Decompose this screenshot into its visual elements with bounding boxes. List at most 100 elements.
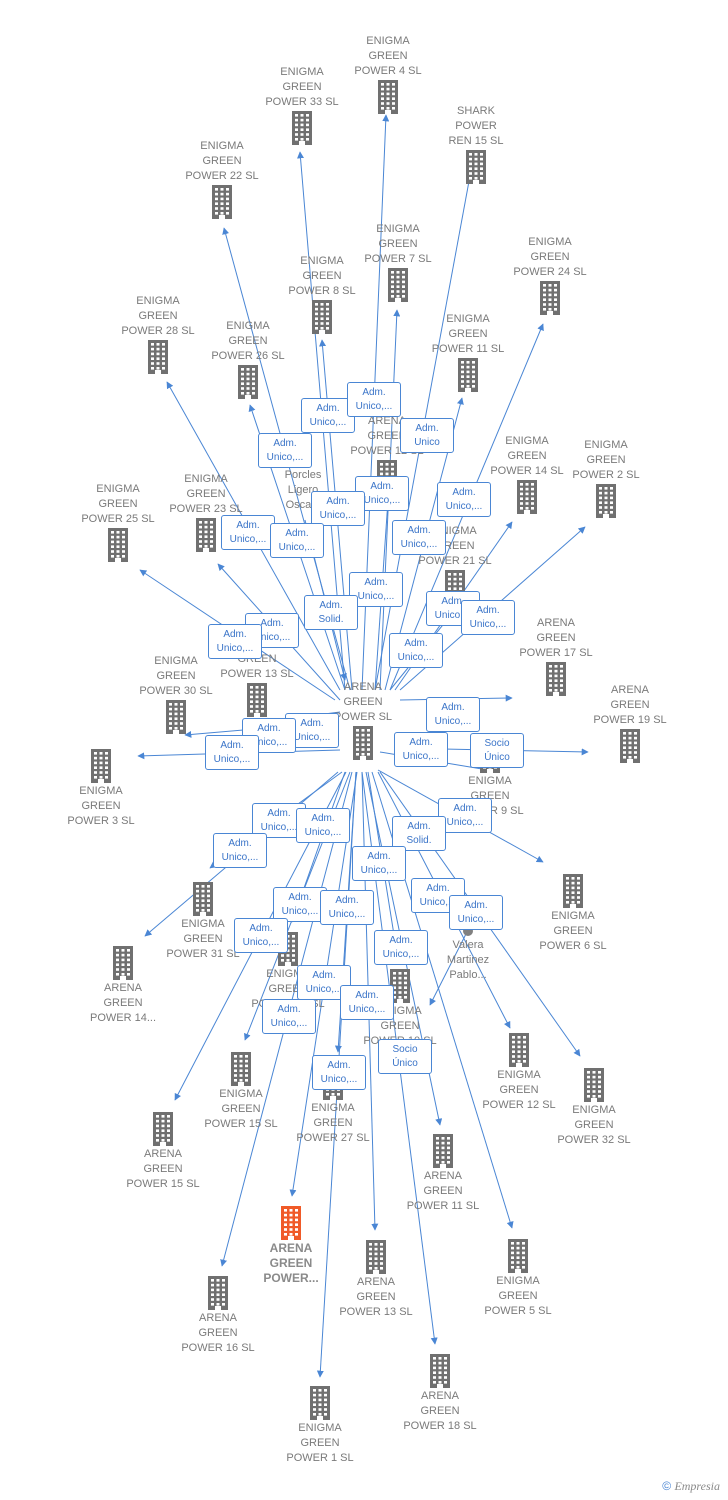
company-node[interactable]: ENIGMA GREEN POWER 3 SL (53, 748, 149, 829)
company-node[interactable]: ARENA GREEN POWER 17 SL (508, 616, 604, 697)
company-node[interactable]: ENIGMA GREEN POWER 25 SL (70, 482, 166, 563)
role-badge[interactable]: Adm. Unico,... (312, 1055, 366, 1090)
role-badge[interactable]: Adm. Unico,... (320, 890, 374, 925)
company-node[interactable]: ENIGMA GREEN POWER 1 SL (272, 1385, 368, 1466)
building-icon (155, 882, 251, 916)
company-node[interactable]: ENIGMA GREEN POWER 5 SL (470, 1238, 566, 1319)
company-node[interactable]: ENIGMA GREEN POWER 26 SL (200, 319, 296, 400)
role-badge[interactable]: Adm. Solid. (304, 595, 358, 630)
company-name: ENIGMA GREEN POWER 7 SL (364, 223, 432, 265)
role-badge[interactable]: Adm. Unico,... (262, 999, 316, 1034)
role-badge[interactable]: Adm. Unico,... (374, 930, 428, 965)
building-icon (502, 281, 598, 315)
building-icon (470, 1239, 566, 1273)
role-badge[interactable]: Adm. Unico,... (349, 572, 403, 607)
role-badge[interactable]: Adm. Unico,... (394, 732, 448, 767)
role-badge[interactable]: Adm. Unico,... (234, 918, 288, 953)
company-name: ENIGMA GREEN POWER 28 SL (121, 295, 195, 337)
company-name: ENIGMA GREEN POWER 5 SL (484, 1275, 552, 1317)
company-name: ENIGMA GREEN POWER 27 SL (296, 1102, 370, 1144)
company-node[interactable]: SHARK POWER REN 15 SL (428, 104, 524, 185)
company-node[interactable]: ARENA GREEN POWER 11 SL (395, 1133, 491, 1214)
company-name: ARENA GREEN POWER 14... (89, 982, 157, 1024)
company-node[interactable]: ARENA GREEN POWER 16 SL (170, 1275, 266, 1356)
company-node[interactable]: ENIGMA GREEN POWER 31 SL (155, 881, 251, 962)
company-name: ENIGMA GREEN POWER 33 SL (265, 66, 339, 108)
company-name: ENIGMA GREEN POWER 30 SL (139, 655, 213, 697)
company-node[interactable]: ENIGMA GREEN POWER 6 SL (525, 873, 621, 954)
role-badge[interactable]: Adm. Unico,... (213, 833, 267, 868)
company-node[interactable]: ENIGMA GREEN POWER 32 SL (546, 1067, 642, 1148)
role-badge[interactable]: Adm. Unico,... (392, 520, 446, 555)
role-badge[interactable]: Adm. Unico,... (205, 735, 259, 770)
company-node[interactable]: ENIGMA GREEN POWER 22 SL (174, 139, 270, 220)
company-node[interactable]: ENIGMA GREEN POWER 11 SL (420, 312, 516, 393)
company-name: ARENA GREEN POWER 16 SL (181, 1312, 255, 1354)
role-badge[interactable]: Adm. Unico,... (273, 887, 327, 922)
company-name: ARENA GREEN POWER 11 SL (406, 1170, 480, 1212)
role-badge[interactable]: Adm. Solid. (392, 816, 446, 851)
role-badge[interactable]: Adm. Unico,... (461, 600, 515, 635)
role-badge[interactable]: Adm. Unico (400, 418, 454, 453)
role-badge[interactable]: Adm. Unico,... (340, 985, 394, 1020)
company-node[interactable]: ARENA GREEN POWER 18 SL (392, 1353, 488, 1434)
company-node[interactable]: ENIGMA GREEN POWER 24 SL (502, 235, 598, 316)
focus-company-node[interactable]: ARENA GREEN POWER... (243, 1205, 339, 1286)
role-badge[interactable]: Adm. Unico,... (389, 633, 443, 668)
role-badge[interactable]: Adm. Unico,... (221, 515, 275, 550)
company-name: ENIGMA GREEN POWER 15 SL (204, 1088, 278, 1130)
company-name: ENIGMA GREEN POWER 2 SL (572, 439, 640, 481)
building-icon (75, 946, 171, 980)
role-badge[interactable]: Adm. Unico,... (270, 523, 324, 558)
person-node[interactable]: Valera Martinez Pablo... (433, 926, 503, 983)
company-node[interactable]: ENIGMA GREEN POWER 7 SL (350, 222, 446, 303)
center-company-node[interactable]: ARENA GREEN POWER SL (315, 680, 411, 761)
company-node[interactable]: ENIGMA GREEN POWER 2 SL (558, 438, 654, 519)
role-badge[interactable]: Adm. Unico,... (352, 846, 406, 881)
company-node[interactable]: ARENA GREEN POWER 13 SL (328, 1239, 424, 1320)
building-icon (110, 340, 206, 374)
role-badge[interactable]: Adm. Unico,... (301, 398, 355, 433)
role-badge[interactable]: Socio Único (470, 733, 524, 768)
building-icon (471, 1033, 567, 1067)
company-node[interactable]: ARENA GREEN POWER 15 SL (115, 1111, 211, 1192)
building-icon (272, 1386, 368, 1420)
company-name: ENIGMA GREEN POWER 32 SL (557, 1104, 631, 1146)
company-node[interactable]: ENIGMA GREEN POWER 12 SL (471, 1032, 567, 1113)
company-name: ENIGMA GREEN POWER 1 SL (286, 1422, 354, 1464)
company-node[interactable]: ARENA GREEN POWER 19 SL (582, 683, 678, 764)
company-name: ENIGMA GREEN POWER 14 SL (490, 435, 564, 477)
role-badge[interactable]: Adm. Unico,... (208, 624, 262, 659)
company-name: ENIGMA GREEN POWER 26 SL (211, 320, 285, 362)
company-node[interactable]: ENIGMA GREEN POWER 14 SL (479, 434, 575, 515)
company-name: ENIGMA GREEN POWER 11 SL (431, 313, 505, 355)
relation-edge-41 (429, 929, 469, 1006)
role-badge[interactable]: Adm. Unico,... (347, 382, 401, 417)
company-name: SHARK POWER REN 15 SL (448, 105, 504, 147)
company-node[interactable]: ENIGMA GREEN POWER 23 SL (158, 472, 254, 553)
copyright-notice: © Empresia (662, 1479, 720, 1494)
company-node[interactable]: ENIGMA GREEN POWER 4 SL (340, 34, 436, 115)
building-icon (274, 300, 370, 334)
role-badge[interactable]: Socio Único (378, 1039, 432, 1074)
company-node[interactable]: ARENA GREEN POWER 14... (75, 945, 171, 1026)
role-badge[interactable]: Adm. Unico,... (426, 697, 480, 732)
building-icon (582, 729, 678, 763)
building-icon (115, 1112, 211, 1146)
company-name: ENIGMA GREEN POWER 23 SL (169, 473, 243, 515)
building-icon (193, 1052, 289, 1086)
company-node[interactable]: ENIGMA GREEN POWER 8 SL (274, 254, 370, 335)
role-badge[interactable]: Adm. Unico,... (438, 798, 492, 833)
company-node[interactable]: ENIGMA GREEN POWER 28 SL (110, 294, 206, 375)
building-icon (428, 150, 524, 184)
company-node[interactable]: ENIGMA GREEN POWER 15 SL (193, 1051, 289, 1132)
role-badge[interactable]: Adm. Unico,... (296, 808, 350, 843)
role-badge[interactable]: Adm. Unico,... (258, 433, 312, 468)
company-node[interactable]: ENIGMA GREEN POWER 30 SL (128, 654, 224, 735)
company-node[interactable]: ENIGMA GREEN POWER 33 SL (254, 65, 350, 146)
role-badge[interactable]: Adm. Unico,... (437, 482, 491, 517)
company-name: ENIGMA GREEN POWER 12 SL (482, 1069, 556, 1111)
company-name: ARENA GREEN POWER 18 SL (403, 1390, 477, 1432)
role-badge[interactable]: Adm. Unico,... (311, 491, 365, 526)
role-badge[interactable]: Adm. Unico,... (449, 895, 503, 930)
